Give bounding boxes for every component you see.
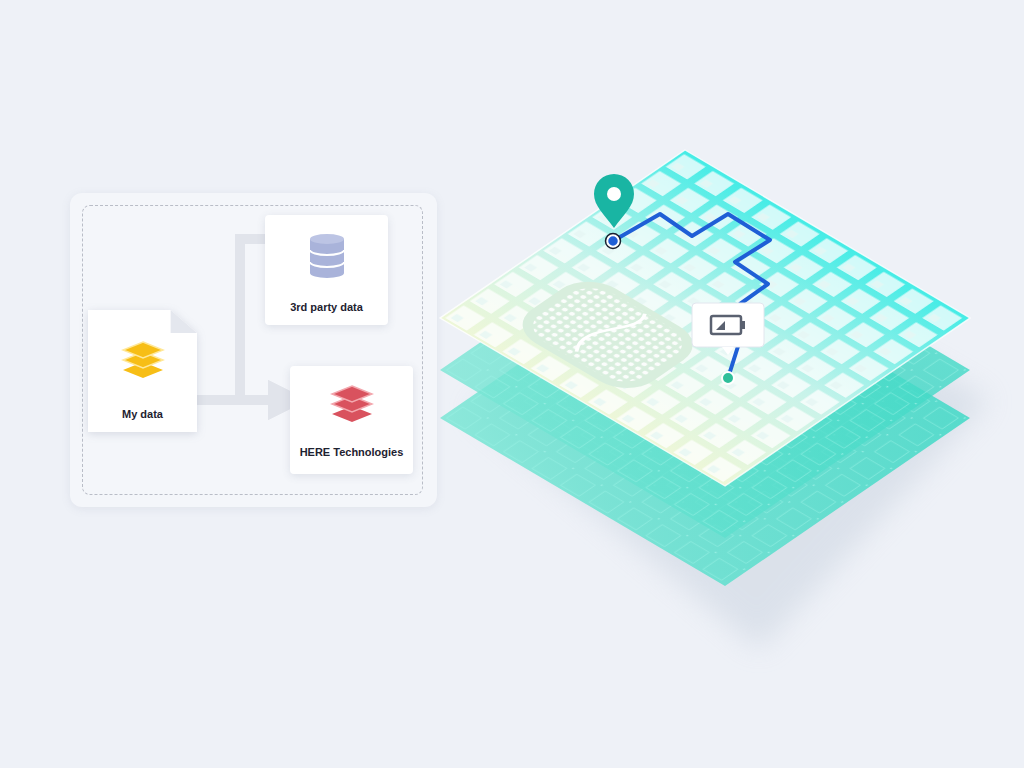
icon — [121, 340, 165, 384]
icon — [330, 384, 374, 428]
data-source-card: 3rd party data — [265, 215, 388, 325]
node-label: My data — [88, 408, 197, 420]
node-label: 3rd party data — [265, 301, 388, 313]
provider-card: HERE Technologies — [290, 366, 413, 474]
icon — [307, 233, 347, 283]
document-card: My data — [88, 310, 197, 432]
node-label: HERE Technologies — [290, 446, 413, 458]
merge-arrow — [197, 395, 290, 405]
